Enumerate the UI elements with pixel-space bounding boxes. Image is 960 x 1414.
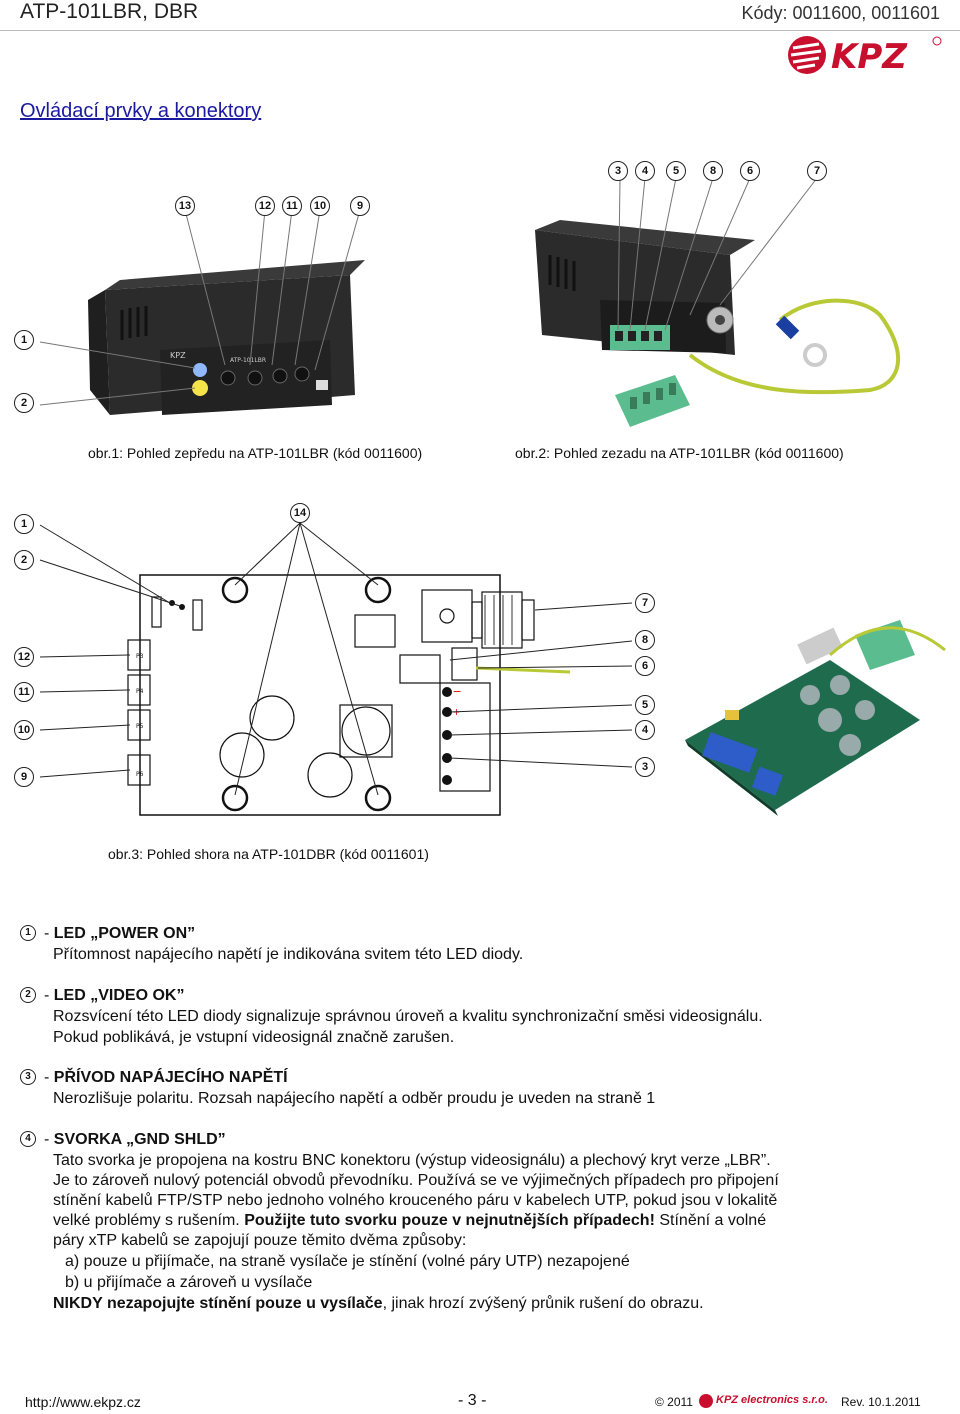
callout-10: 10 — [310, 196, 330, 216]
item-number: 3 — [20, 1069, 36, 1085]
header-divider — [0, 30, 960, 31]
callout-5: 5 — [635, 695, 655, 715]
callout-13: 13 — [175, 196, 195, 216]
item-text: Přítomnost napájecího napětí je indiková… — [53, 946, 524, 963]
item-text: Nerozlišuje polaritu. Rozsah napájecího … — [53, 1090, 656, 1107]
callout-7: 7 — [635, 593, 655, 613]
callout-5: 5 — [666, 161, 686, 181]
callout-3: 3 — [608, 161, 628, 181]
callout-8: 8 — [635, 630, 655, 650]
callout-4: 4 — [635, 720, 655, 740]
logo-text: KPZ — [831, 37, 908, 76]
callout-10: 10 — [14, 720, 34, 740]
callout-12: 12 — [14, 647, 34, 667]
figure-rear-view: 3 4 5 8 6 7 — [480, 145, 950, 440]
callout-6: 6 — [740, 161, 760, 181]
figure-3-caption: obr.3: Pohled shora na ATP-101DBR (kód 0… — [108, 846, 429, 862]
item-title: SVORKA „GND SHLD” — [53, 1131, 226, 1148]
item-number: 4 — [20, 1131, 36, 1147]
footer-copyright: © 2011 — [655, 1395, 693, 1409]
pcb-label-p6: P6 — [136, 771, 144, 778]
footer-logo-icon — [699, 1394, 713, 1408]
item-text: velké problémy s rušením. Použijte tuto … — [53, 1212, 767, 1229]
callout-7: 7 — [807, 161, 827, 181]
item-text: Rozsvícení této LED diody signalizuje sp… — [53, 1008, 763, 1025]
item-2: 2 - LED „VIDEO OK” Rozsvícení této LED d… — [20, 986, 940, 1051]
item-title: LED „VIDEO OK” — [53, 987, 185, 1004]
callout-3: 3 — [635, 757, 655, 777]
item-title: LED „POWER ON” — [53, 925, 196, 942]
kpz-logo: KPZ — [785, 34, 945, 81]
item-text: Je to zároveň nulový potenciál obvodů př… — [53, 1172, 779, 1189]
footer-revision: Rev. 10.1.2011 — [841, 1395, 921, 1409]
svg-text:−: − — [453, 683, 461, 699]
callout-6: 6 — [635, 656, 655, 676]
svg-text:KPZ: KPZ — [170, 351, 186, 360]
footer-url[interactable]: http://www.ekpz.cz — [25, 1394, 141, 1410]
callout-2: 2 — [14, 393, 34, 413]
section-title: Ovládací prvky a konektory — [20, 100, 262, 122]
warning-line: NIKDY nezapojujte stínění pouze u vysíla… — [53, 1295, 704, 1312]
item-number: 2 — [20, 987, 36, 1003]
item-3: 3 - PŘÍVOD NAPÁJECÍHO NAPĚTÍ Nerozlišuje… — [20, 1068, 940, 1113]
svg-text:ATP-101LBR: ATP-101LBR — [230, 357, 266, 364]
pcb-label-p4: P4 — [136, 688, 144, 695]
item-text: páry xTP kabelů se zapojují pouze těmito… — [53, 1232, 467, 1249]
page-number: - 3 - — [458, 1392, 487, 1409]
item-text: Pokud poblikává, je vstupní videosignál … — [53, 1029, 455, 1046]
figure-2-caption: obr.2: Pohled zezadu na ATP-101LBR (kód … — [515, 445, 844, 461]
option-a: a) pouze u přijímače, na straně vysílače… — [65, 1253, 630, 1270]
callout-9: 9 — [350, 196, 370, 216]
callout-14: 14 — [290, 503, 310, 523]
pcb-photo — [680, 610, 950, 820]
footer-right: © 2011 KPZ electronics s.r.o. Rev. 10.1.… — [655, 1393, 940, 1411]
product-codes: Kódy: 0011600, 0011601 — [741, 3, 940, 23]
callout-12: 12 — [255, 196, 275, 216]
pcb-label-p5: P5 — [136, 723, 144, 730]
item-text: stínění kabelů FTP/STP nebo jednoho voln… — [53, 1192, 778, 1209]
callout-1: 1 — [14, 514, 34, 534]
item-text: Tato svorka je propojena na kostru BNC k… — [53, 1152, 771, 1169]
callout-8: 8 — [703, 161, 723, 181]
callout-11: 11 — [14, 682, 34, 702]
pcb-label-p3: P3 — [136, 653, 144, 660]
callout-2: 2 — [14, 550, 34, 570]
warning-inline: Použijte tuto svorku pouze v nejnutnější… — [244, 1212, 655, 1229]
option-b: b) u přijímače a zároveň u vysílače — [65, 1274, 313, 1291]
figure-front-view: KPZ ATP-101LBR 13 12 11 10 9 1 2 — [10, 150, 490, 440]
figure-1-caption: obr.1: Pohled zepředu na ATP-101LBR (kód… — [88, 445, 423, 461]
item-4: 4 - SVORKA „GND SHLD” Tato svorka je pro… — [20, 1130, 940, 1320]
callout-1: 1 — [14, 330, 34, 350]
document-title: ATP-101LBR, DBR — [20, 0, 199, 23]
callout-11: 11 — [282, 196, 302, 216]
item-title: PŘÍVOD NAPÁJECÍHO NAPĚTÍ — [53, 1069, 288, 1086]
item-number: 1 — [20, 925, 36, 941]
footer-company: KPZ electronics s.r.o. — [716, 1394, 828, 1406]
callout-9: 9 — [14, 767, 34, 787]
item-1: 1 - LED „POWER ON” Přítomnost napájecího… — [20, 924, 940, 969]
callout-4: 4 — [635, 161, 655, 181]
figure-top-view: P3 P4 P5 P6 − + — [10, 500, 680, 830]
